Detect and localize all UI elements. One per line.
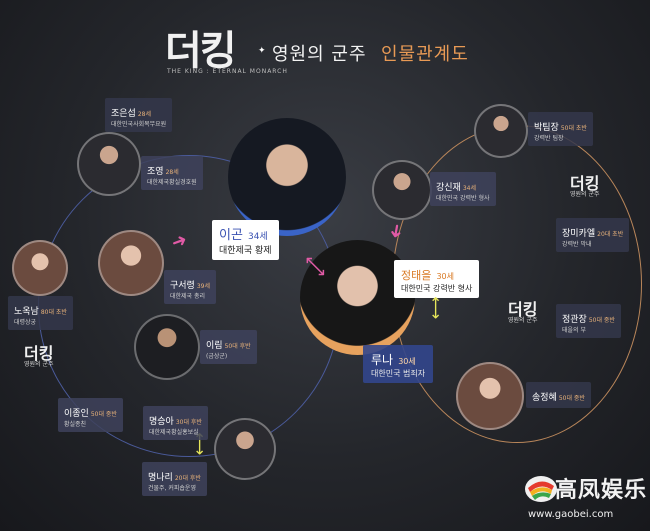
person-desc: 대령상궁	[14, 319, 37, 326]
person-desc: 강력반 막내	[562, 241, 592, 248]
drama-logo: 더킹	[165, 27, 237, 74]
person-photo	[214, 418, 276, 480]
person-name: 노옥남	[14, 307, 39, 317]
person-age: 34세	[462, 185, 476, 192]
person-name: 강신재	[436, 183, 461, 193]
person-age: 30대 후반	[175, 419, 202, 426]
person-name: 명나리	[148, 473, 173, 483]
person-age: 28세	[165, 169, 179, 176]
person-desc: 대한제국 총리	[170, 293, 206, 300]
person-name: 구서령	[170, 281, 195, 291]
person-name: 송정혜	[532, 393, 557, 403]
diagram-title: 인물관계도	[381, 44, 469, 65]
person-photo	[12, 240, 68, 296]
person-desc: 대한민국사회복무요원	[111, 121, 167, 128]
person-desc: 태을의 부	[562, 327, 586, 334]
watermark-text: 高凤娱乐	[555, 477, 648, 503]
person-age: 50대 후반	[224, 343, 251, 350]
mini-drama-logo: 더킹 영원의 군주	[24, 346, 54, 368]
mini-logo-text: 더킹	[570, 174, 600, 193]
person-name: 박팀장	[534, 123, 559, 133]
mini-logo-sub: 영원의 군주	[570, 191, 600, 198]
person-name: 장미카엘	[562, 229, 596, 239]
lee-gon-name: 이곤	[219, 228, 243, 243]
person-name: 조영	[147, 167, 164, 177]
person-age: 28세	[137, 111, 151, 118]
mini-logo-sub: 영원의 군주	[24, 361, 54, 368]
drama-title: 영원의 군주	[272, 44, 367, 65]
person-photo	[134, 314, 200, 380]
mini-drama-logo: 더킹 영원의 군주	[570, 176, 600, 198]
person-age: 50대 초반	[560, 125, 587, 132]
person-desc: 강력반 팀장	[534, 135, 564, 142]
person-desc: (금상군)	[206, 353, 228, 360]
person-desc: 대한제국황실경호원	[147, 179, 197, 186]
lee-gon-desc: 대한제국 황제	[219, 246, 272, 256]
watermark-logo-icon	[525, 476, 557, 502]
person-desc: 대한민국 강력반 형사	[436, 195, 490, 202]
person-name: 조은섭	[111, 109, 136, 119]
star-icon: ✦	[258, 46, 266, 56]
person-age: 50대 중반	[558, 395, 585, 402]
drama-logo-subtitle: THE KING : ETERNAL MONARCH	[167, 68, 288, 75]
person-photo	[77, 132, 141, 196]
person-age: 50대 중반	[90, 411, 117, 418]
mini-logo-text: 더킹	[508, 300, 538, 319]
luna-age: 30세	[398, 357, 416, 366]
person-photo	[98, 230, 164, 296]
jeong-tae-eul-name: 정태을	[401, 269, 432, 282]
luna-label: 루나 30세 대한민국 범죄자	[363, 345, 434, 383]
person-desc: 건물주, 커피숍운영	[148, 485, 196, 492]
watermark	[522, 470, 646, 526]
person-name: 이림	[206, 341, 223, 351]
person-name: 정관장	[562, 315, 587, 325]
lee-gon-photo	[228, 118, 346, 236]
person-age: 39세	[196, 283, 210, 290]
jeong-tae-eul-age: 30세	[436, 272, 455, 281]
mini-logo-text: 더킹	[24, 344, 54, 363]
person-photo	[456, 362, 524, 430]
arrow-down-icon: ➜	[384, 221, 408, 241]
person-name: 명승아	[149, 417, 174, 427]
luna-desc: 대한민국 범죄자	[371, 369, 426, 378]
lee-gon-label: 이곤 34세 대한제국 황제	[212, 220, 279, 260]
person-desc: 대한제국황실홍보실	[149, 429, 199, 436]
mini-drama-logo: 더킹 영원의 군주	[508, 302, 538, 324]
jeong-tae-eul-desc: 대한민국 강력반 형사	[401, 284, 473, 293]
person-age: 80대 초반	[40, 309, 67, 316]
arrow-vertical-icon: ⟷	[426, 296, 446, 320]
person-name: 이종인	[64, 409, 89, 419]
watermark-url: www.gaobei.com	[528, 509, 614, 520]
person-photo	[372, 160, 432, 220]
person-age: 20대 초반	[597, 231, 624, 238]
person-photo	[474, 104, 528, 158]
person-desc: 황실종친	[64, 421, 87, 428]
jeong-tae-eul-label: 정태을 30세 대한민국 강력반 형사	[394, 260, 480, 298]
lee-gon-age: 34세	[248, 232, 268, 242]
mini-logo-sub: 영원의 군주	[508, 317, 538, 324]
person-age: 50대 중반	[588, 317, 615, 324]
luna-name: 루나	[371, 353, 394, 367]
person-age: 20대 후반	[174, 475, 201, 482]
